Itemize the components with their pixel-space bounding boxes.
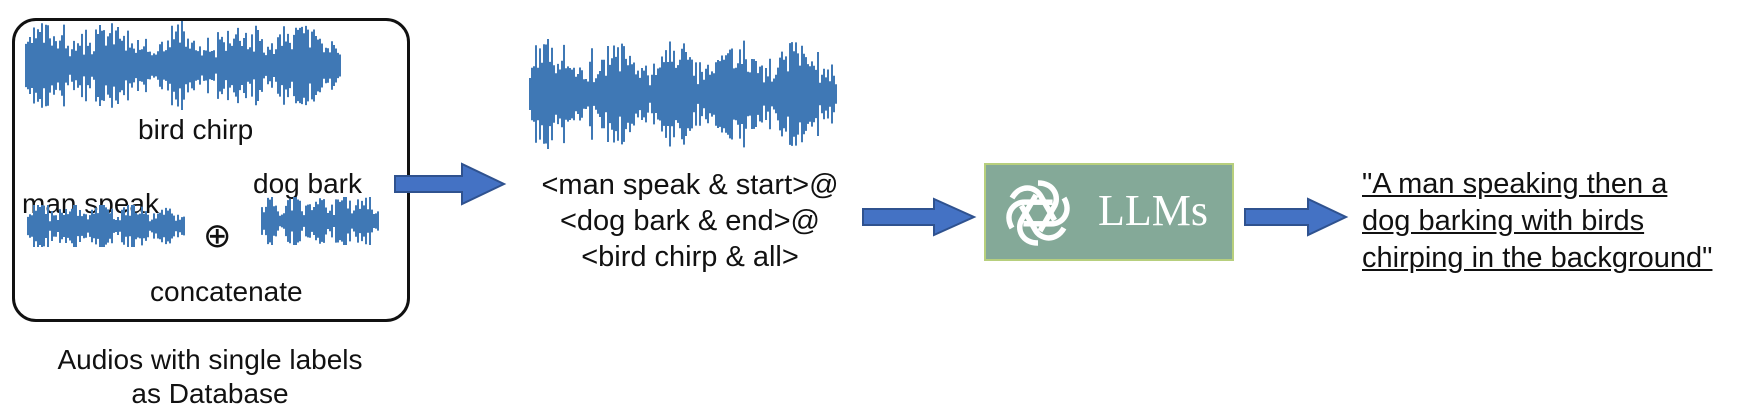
label-dog-bark: dog bark [253, 168, 362, 199]
caption-line-2: dog barking with birds [1362, 205, 1645, 237]
waveform-bird-chirp [25, 21, 341, 110]
prompt-text: <man speak & start>@ <dog bark & end>@ <… [520, 167, 860, 275]
llm-label: LLMs [1098, 186, 1208, 235]
concatenate-operator: ⊕ [203, 217, 232, 255]
database-caption-line-1: Audios with single labels [57, 344, 363, 375]
label-concatenate: concatenate [150, 276, 303, 307]
waveform-man-speak [27, 205, 185, 247]
llm-box: LLMs [984, 163, 1234, 261]
prompt-line-3: <bird chirp & all> [581, 241, 799, 273]
caption-line-3: chirping in the background" [1362, 242, 1713, 274]
caption-line-1: "A man speaking then a [1362, 168, 1668, 200]
label-bird-chirp: bird chirp [138, 114, 254, 145]
waveform-path [529, 39, 837, 149]
generated-caption: "A man speaking then a dog barking with … [1362, 166, 1712, 277]
arrow-llm-to-output [1244, 197, 1349, 237]
audio-database-box [12, 18, 410, 322]
waveform-path [261, 197, 379, 245]
database-caption-line-2: as Database [131, 378, 289, 409]
openai-logo-icon [1006, 180, 1070, 246]
prompt-line-2: <dog bark & end>@ [559, 205, 820, 237]
waveform-path [25, 21, 341, 110]
arrow-database-to-prompt [394, 162, 507, 206]
arrow-prompt-to-llm [862, 197, 977, 237]
waveform-path [27, 205, 185, 247]
waveform-dog-bark [261, 197, 379, 245]
prompt-line-1: <man speak & start>@ [541, 169, 839, 201]
database-caption: Audios with single labels as Database [30, 343, 390, 411]
waveform-composed-audio [529, 39, 837, 149]
